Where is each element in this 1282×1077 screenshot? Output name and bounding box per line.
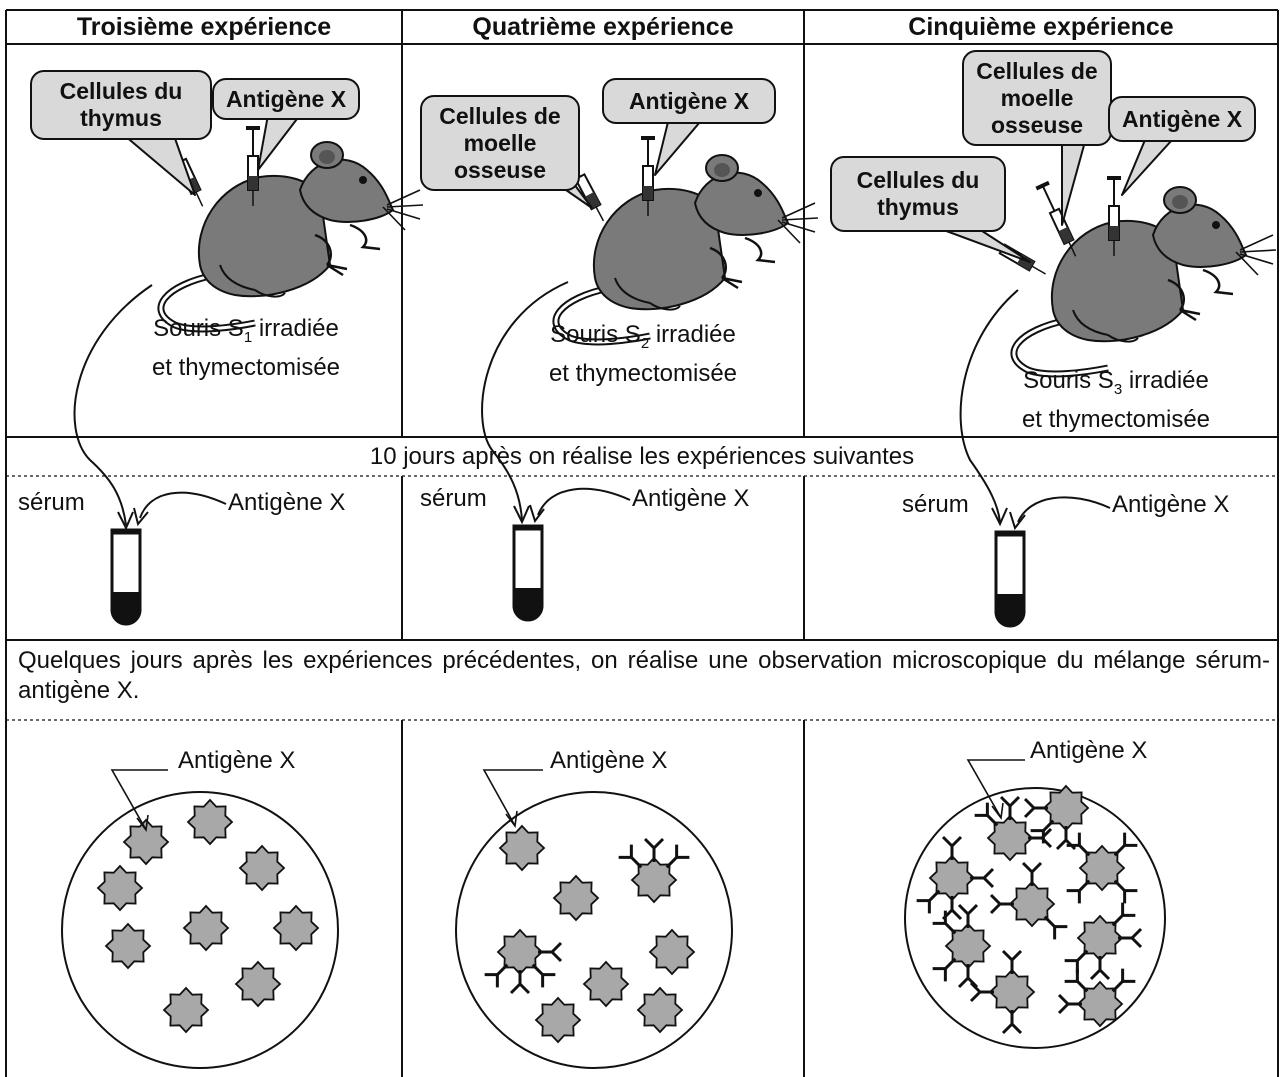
header-experiment-3: Troisième expérience	[76, 13, 332, 41]
antigen-particle	[649, 929, 695, 975]
micro-antigen-label: Antigène X	[178, 747, 296, 774]
observation-text: Quelques jours après les expériences pré…	[18, 647, 1270, 704]
mouse-caption-s2: Souris S2 irradiée et thymectomisée	[548, 321, 738, 387]
serum-label: sérum	[902, 491, 969, 518]
antigen-particle	[273, 905, 319, 951]
tube-antigen-label: Antigène X	[632, 485, 750, 512]
mouse-caption-s1: Souris S1 irradiée et thymectomisée	[151, 315, 341, 381]
micro-antigen-label: Antigène X	[1030, 737, 1148, 764]
antigen-particle	[183, 905, 229, 951]
callout-thymus-cells: Cellules du thymus	[830, 156, 1006, 232]
header-experiment-5: Cinquième expérience	[908, 13, 1174, 41]
callout-bone-marrow-cells: Cellules de moelle osseuse	[962, 50, 1112, 146]
callout-thymus-cells: Cellules du thymus	[30, 70, 212, 140]
antigen-particle	[235, 961, 281, 1007]
antigen-particle	[105, 923, 151, 969]
antigen-particle	[535, 997, 581, 1043]
serum-label: sérum	[420, 485, 487, 512]
antigen-particle	[553, 875, 599, 921]
callout-antigen-x: Antigène X	[212, 78, 360, 120]
tube-antigen-label: Antigène X	[1112, 491, 1230, 518]
antigen-particle	[637, 987, 683, 1033]
antigen-particle	[499, 825, 545, 871]
callout-antigen-x: Antigène X	[602, 78, 776, 124]
antigen-particle	[163, 987, 209, 1033]
antigen-particle	[989, 969, 1035, 1015]
mouse-caption-s3: Souris S3 irradiée et thymectomisée	[1021, 367, 1211, 433]
tube-antigen-label: Antigène X	[228, 489, 346, 516]
row-10-days-text: 10 jours après on réalise les expérience…	[369, 443, 915, 470]
callout-bone-marrow-cells: Cellules de moelle osseuse	[420, 95, 580, 191]
antigen-particle	[187, 799, 233, 845]
serum-label: sérum	[18, 489, 85, 516]
header-experiment-4: Quatrième expérience	[472, 13, 734, 41]
antigen-particle	[97, 865, 143, 911]
micro-antigen-label: Antigène X	[550, 747, 668, 774]
callout-antigen-x: Antigène X	[1108, 96, 1256, 142]
antigen-particle	[239, 845, 285, 891]
antigen-particle	[583, 961, 629, 1007]
